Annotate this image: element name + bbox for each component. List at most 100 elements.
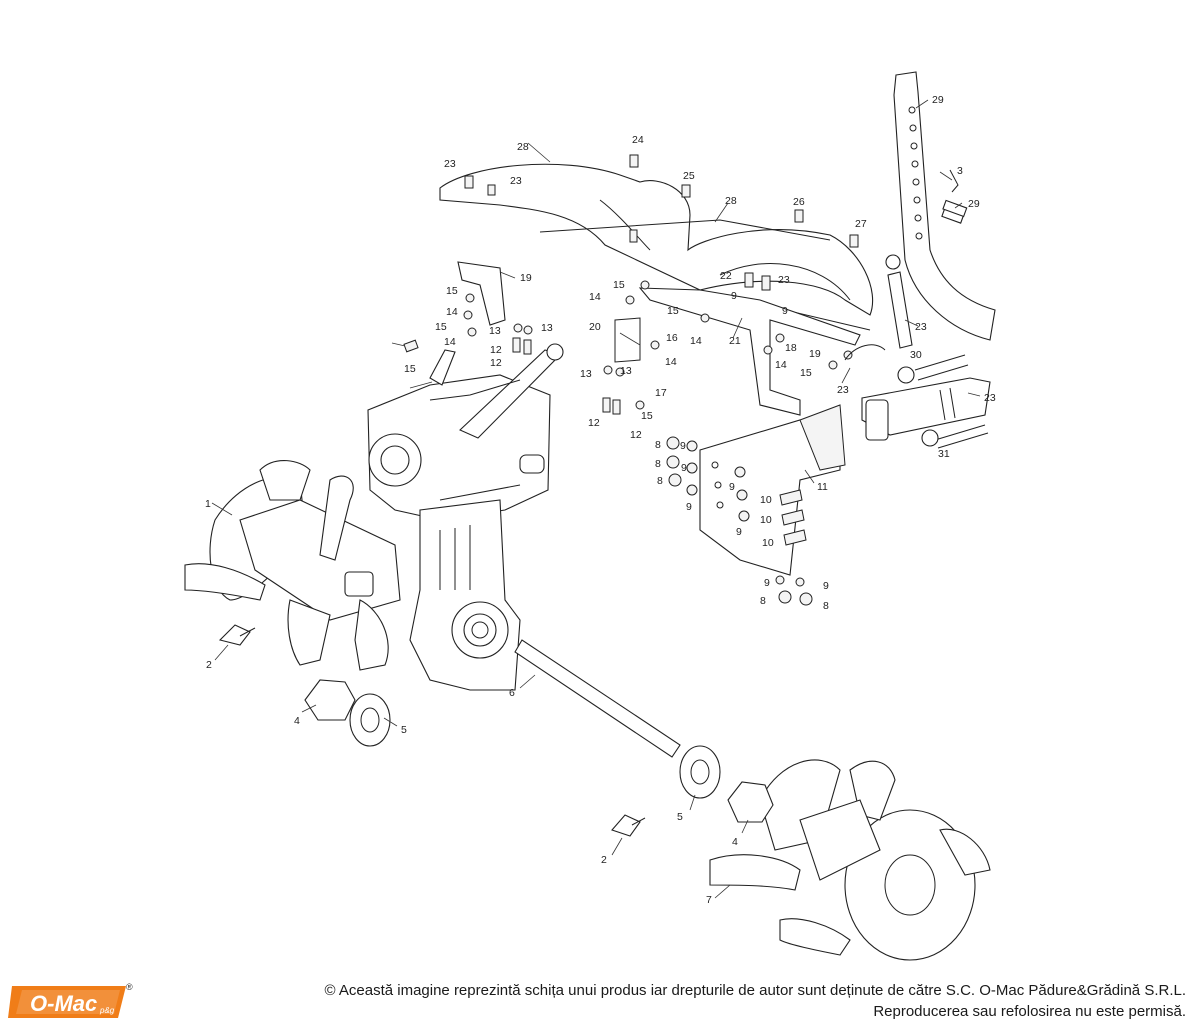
o-mac-logo: O-Mac p&g ® (8, 978, 138, 1024)
part-label: 23 (510, 175, 522, 187)
part-label: 7 (706, 894, 712, 906)
part-label: 8 (760, 595, 766, 607)
part-label: 9 (681, 462, 687, 474)
leader-lines (211, 99, 981, 899)
part-labels: 1 2 2 3 4 4 5 5 6 7 8 8 8 8 8 9 9 9 9 9 … (205, 94, 996, 906)
pin-rod (885, 254, 913, 349)
part-label: 19 (809, 348, 821, 360)
part-label: 15 (446, 285, 458, 297)
pin-left (218, 624, 256, 646)
right-tine-assembly (709, 759, 991, 961)
part-label: 12 (630, 429, 642, 441)
part-label: 8 (823, 600, 829, 612)
part-label: 14 (775, 359, 787, 371)
part-label: 9 (736, 526, 742, 538)
part-label: 15 (667, 305, 679, 317)
part-label: 23 (984, 392, 996, 404)
hex-nut-right (727, 781, 774, 823)
height-bracket (861, 354, 991, 449)
drive-shaft (514, 639, 681, 758)
part-label: 29 (932, 94, 944, 106)
part-label: 15 (613, 279, 625, 291)
part-label: 23 (778, 274, 790, 286)
part-label: 26 (793, 196, 805, 208)
part-label: 14 (665, 356, 677, 368)
washer-left (349, 693, 391, 747)
left-tine-assembly (184, 460, 401, 671)
part-label: 24 (632, 134, 644, 146)
part-label: 9 (680, 440, 686, 452)
part-label: 18 (785, 342, 797, 354)
washer-right (679, 745, 721, 799)
logo-subtext: p&g (99, 1006, 115, 1015)
part-label: 23 (837, 384, 849, 396)
part-label: 21 (729, 335, 741, 347)
part-label: 2 (601, 854, 607, 866)
part-label: 14 (690, 335, 702, 347)
part-label: 15 (435, 321, 447, 333)
part-label: 8 (657, 475, 663, 487)
part-label: 6 (509, 687, 515, 699)
part-label: 9 (731, 290, 737, 302)
hex-nut-left (304, 679, 356, 721)
copyright-notice: © Această imagine reprezintă schița unui… (146, 980, 1186, 1022)
part-label: 8 (655, 439, 661, 451)
part-label: 10 (760, 514, 772, 526)
part-label: 12 (490, 357, 502, 369)
part-label: 28 (517, 141, 529, 153)
part-label: 3 (957, 165, 963, 177)
part-label: 10 (760, 494, 772, 506)
part-label: 22 (720, 270, 732, 282)
part-label: 12 (490, 344, 502, 356)
pin-right (611, 814, 646, 837)
column-bracket (614, 287, 861, 416)
part-label: 9 (764, 577, 770, 589)
part-label: 23 (444, 158, 456, 170)
part-label: 9 (782, 305, 788, 317)
part-label: 30 (910, 349, 922, 361)
copyright-line-2: Reproducerea sau refolosirea nu este per… (873, 1003, 1186, 1020)
part-label: 2 (206, 659, 212, 671)
part-label: 4 (732, 836, 738, 848)
part-label: 17 (655, 387, 667, 399)
footer: O-Mac p&g ® © Această imagine reprezintă… (0, 970, 1200, 1030)
part-label: 8 (655, 458, 661, 470)
part-label: 13 (541, 322, 553, 334)
part-label: 10 (762, 537, 774, 549)
part-label: 9 (729, 481, 735, 493)
part-label: 28 (725, 195, 737, 207)
part-label: 13 (580, 368, 592, 380)
part-label: 25 (683, 170, 695, 182)
copyright-line-1: © Această imagine reprezintă schița unui… (324, 982, 1186, 999)
part-label: 14 (589, 291, 601, 303)
part-label: 5 (677, 811, 683, 823)
part-label: 19 (520, 272, 532, 284)
part-label: 15 (404, 363, 416, 375)
exploded-parts-diagram: 1 2 2 3 4 4 5 5 6 7 8 8 8 8 8 9 9 9 9 9 … (184, 71, 996, 961)
part-label: 13 (489, 325, 501, 337)
part-label: 15 (641, 410, 653, 422)
part-label: 5 (401, 724, 407, 736)
part-label: 27 (855, 218, 867, 230)
part-label: 4 (294, 715, 300, 727)
part-label: 31 (938, 448, 950, 460)
fender-assembly (439, 163, 874, 331)
logo-registered: ® (126, 982, 133, 992)
part-label: 1 (205, 498, 211, 510)
part-label: 9 (686, 501, 692, 513)
part-label: 9 (823, 580, 829, 592)
part-label: 14 (444, 336, 456, 348)
mounting-plate (699, 404, 846, 576)
part-label: 12 (588, 417, 600, 429)
part-label: 13 (620, 365, 632, 377)
hardware (403, 154, 968, 606)
part-label: 29 (968, 198, 980, 210)
part-label: 11 (817, 481, 828, 493)
gearbox (367, 343, 564, 691)
part-label: 14 (446, 306, 458, 318)
part-label: 15 (800, 367, 812, 379)
part-label: 23 (915, 321, 927, 333)
part-label: 20 (589, 321, 601, 333)
logo-text: O-Mac (30, 991, 97, 1016)
part-label: 16 (666, 332, 678, 344)
